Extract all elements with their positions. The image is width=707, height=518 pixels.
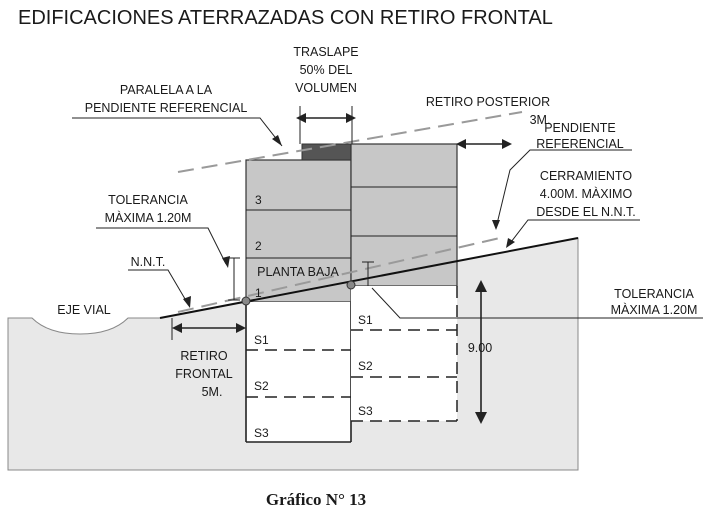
parallel-dashed-line xyxy=(177,111,523,173)
ground-line xyxy=(159,237,579,319)
label-traslape-2: 50% DEL xyxy=(300,63,353,77)
building-left xyxy=(245,159,352,303)
basement-left-s2: S2 xyxy=(254,379,269,393)
basement-right-s1: S1 xyxy=(358,313,373,327)
label-paralela-1: PARALELA A LA xyxy=(120,83,213,97)
label-retiro-frontal-1: RETIRO xyxy=(180,349,228,363)
label-traslape-1: TRASLAPE xyxy=(293,45,358,59)
label-pendiente-1: PENDIENTE xyxy=(544,121,616,135)
basement-left-s3: S3 xyxy=(254,426,269,440)
label-retiro-posterior-1: RETIRO POSTERIOR xyxy=(426,95,550,109)
label-tolerancia-left-2: MÀXIMA 1.20M xyxy=(105,210,192,225)
label-traslape-3: VOLUMEN xyxy=(295,81,357,95)
basement-right-s2: S2 xyxy=(358,359,373,373)
label-cerramiento-3: DESDE EL N.N.T. xyxy=(536,205,636,219)
label-dimension-9: 9.00 xyxy=(468,341,492,355)
figure-caption: Gráfico N° 13 xyxy=(266,490,366,509)
basement-right xyxy=(351,286,457,421)
label-retiro-posterior-2: 3M. xyxy=(530,113,551,127)
basement-left xyxy=(246,302,351,442)
floor-2: 2 xyxy=(255,239,262,253)
label-eje-vial: EJE VIAL xyxy=(57,303,111,317)
floor-3: 3 xyxy=(255,193,262,207)
label-cerramiento-2: 4.00M. MÀXIMO xyxy=(540,186,633,201)
node-right xyxy=(346,280,356,290)
diagram-title: EDIFICACIONES ATERRAZADAS CON RETIRO FRO… xyxy=(18,7,553,29)
label-retiro-frontal-3: 5M. xyxy=(202,385,223,399)
label-tolerancia-left-1: TOLERANCIA xyxy=(108,193,188,207)
label-tolerancia-right-1: TOLERANCIA xyxy=(614,287,694,301)
label-retiro-frontal-2: FRONTAL xyxy=(175,367,232,381)
label-tolerancia-right-2: MÀXIMA 1.20M xyxy=(611,302,698,317)
floor-1: 1 xyxy=(255,286,262,300)
label-paralela-2: PENDIENTE REFERENCIAL xyxy=(85,101,248,115)
label-cerramiento-1: CERRAMIENTO xyxy=(540,169,632,183)
basement-right-s3: S3 xyxy=(358,404,373,418)
basement-left-s1: S1 xyxy=(254,333,269,347)
label-planta-baja: PLANTA BAJA xyxy=(257,265,339,279)
label-pendiente-2: REFERENCIAL xyxy=(536,137,624,151)
label-nnt: N.N.T. xyxy=(131,255,166,269)
node-left xyxy=(241,296,251,306)
